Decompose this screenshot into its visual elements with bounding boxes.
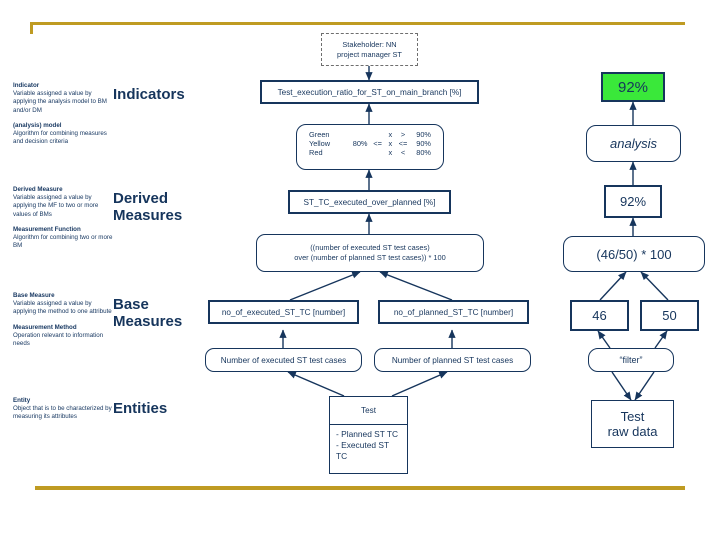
definition-text-secondary: Operation relevant to information needs bbox=[13, 331, 104, 348]
criteria-upper-bound: 90% bbox=[416, 139, 431, 148]
criteria-level: Green bbox=[309, 130, 330, 139]
example-analysis-node[interactable]: analysis bbox=[586, 125, 681, 162]
criteria-upper-bound: 80% bbox=[416, 148, 431, 157]
criteria-upper-operator: <= bbox=[398, 139, 408, 148]
decision-criteria-node[interactable]: Green x >90% Yellow 80% <= x <= 90% Red x <80% bbox=[296, 124, 444, 170]
section-label-base-measures: Base Measures bbox=[113, 296, 183, 330]
measurement-method-left-node[interactable]: Number of executed ST test cases bbox=[205, 348, 362, 372]
entity-title: Test bbox=[330, 397, 407, 425]
criteria-row: Green x >90% bbox=[307, 130, 433, 139]
section-label-derived-measures: Derived Measures bbox=[113, 190, 183, 224]
definition-term: Derived Measure bbox=[13, 186, 63, 193]
bottom-gold-rule bbox=[35, 486, 685, 490]
definition-term-secondary: Measurement Function bbox=[13, 225, 81, 233]
criteria-variable: x bbox=[388, 139, 393, 148]
definition-base-measure: Base Measure Variable assigned a value b… bbox=[13, 292, 113, 348]
criteria-lower-operator bbox=[370, 130, 386, 139]
criteria-level: Yellow bbox=[309, 139, 331, 148]
top-gold-rule bbox=[30, 22, 685, 25]
definition-term-secondary: Measurement Method bbox=[13, 323, 77, 331]
section-label-entities: Entities bbox=[113, 400, 168, 417]
definition-term: Base Measure bbox=[13, 292, 55, 299]
criteria-upper-bound: 90% bbox=[416, 130, 431, 139]
base-measure-right-node[interactable]: no_of_planned_ST_TC [number] bbox=[378, 300, 529, 324]
section-label-indicators: Indicators bbox=[113, 86, 185, 103]
entity-attributes: - Planned ST TC - Executed ST TC bbox=[336, 429, 399, 461]
criteria-row: Yellow 80% <= x <= 90% bbox=[307, 139, 433, 148]
criteria-lower-bound bbox=[348, 148, 369, 157]
definition-text-secondary: Algorithm for combining two or more BM bbox=[13, 234, 113, 250]
derived-measure-node[interactable]: ST_TC_executed_over_planned [%] bbox=[288, 190, 451, 214]
example-entity-node[interactable]: Test raw data bbox=[591, 400, 674, 448]
criteria-upper-operator: > bbox=[400, 130, 406, 139]
criteria-lower-operator: <= bbox=[373, 139, 382, 148]
definition-text-secondary: Algorithm for combining measures and dec… bbox=[13, 130, 107, 146]
criteria-row: Red x <80% bbox=[307, 148, 433, 157]
example-base-left-value[interactable]: 46 bbox=[570, 300, 629, 331]
example-function-node[interactable]: (46/50) * 100 bbox=[563, 236, 705, 272]
definition-text: Variable assigned a value by applying th… bbox=[13, 300, 112, 316]
example-method-node[interactable]: “filter” bbox=[588, 348, 674, 372]
definition-text: Variable assigned a value by applying th… bbox=[13, 194, 99, 218]
criteria-level: Red bbox=[309, 148, 323, 157]
definition-term: Entity bbox=[13, 397, 31, 404]
entity-node[interactable]: Test - Planned ST TC - Executed ST TC bbox=[329, 396, 408, 474]
stakeholder-node[interactable]: Stakeholder: NN project manager ST bbox=[321, 33, 418, 66]
criteria-upper-operator: < bbox=[400, 148, 406, 157]
top-gold-rule-tick bbox=[30, 22, 33, 34]
definition-term: Indicator bbox=[13, 82, 40, 89]
decision-criteria-table: Green x >90% Yellow 80% <= x <= 90% Red x <80% bbox=[307, 130, 433, 157]
definition-text: Object that is to be characterized by me… bbox=[13, 405, 112, 421]
indicator-node[interactable]: Test_execution_ratio_for_ST_on_main_bran… bbox=[260, 80, 479, 104]
criteria-variable: x bbox=[388, 130, 393, 139]
definition-entity: Entity Object that is to be characterize… bbox=[13, 397, 113, 422]
definition-text: Variable assigned a value by applying th… bbox=[13, 90, 107, 114]
measurement-method-right-node[interactable]: Number of planned ST test cases bbox=[374, 348, 531, 372]
criteria-lower-bound: 80% bbox=[352, 139, 368, 148]
definition-indicator: Indicator Variable assigned a value by a… bbox=[13, 82, 113, 146]
definition-term-secondary: (analysis) model bbox=[13, 121, 62, 129]
measurement-function-node[interactable]: ((number of executed ST test cases) over… bbox=[256, 234, 484, 272]
example-indicator-value[interactable]: 92% bbox=[601, 72, 665, 102]
criteria-variable: x bbox=[388, 148, 393, 157]
criteria-lower-operator bbox=[370, 148, 386, 157]
criteria-lower-bound bbox=[348, 130, 369, 139]
example-derived-value[interactable]: 92% bbox=[604, 185, 662, 218]
example-base-right-value[interactable]: 50 bbox=[640, 300, 699, 331]
base-measure-left-node[interactable]: no_of_executed_ST_TC [number] bbox=[208, 300, 359, 324]
definition-derived-measure: Derived Measure Variable assigned a valu… bbox=[13, 186, 113, 250]
